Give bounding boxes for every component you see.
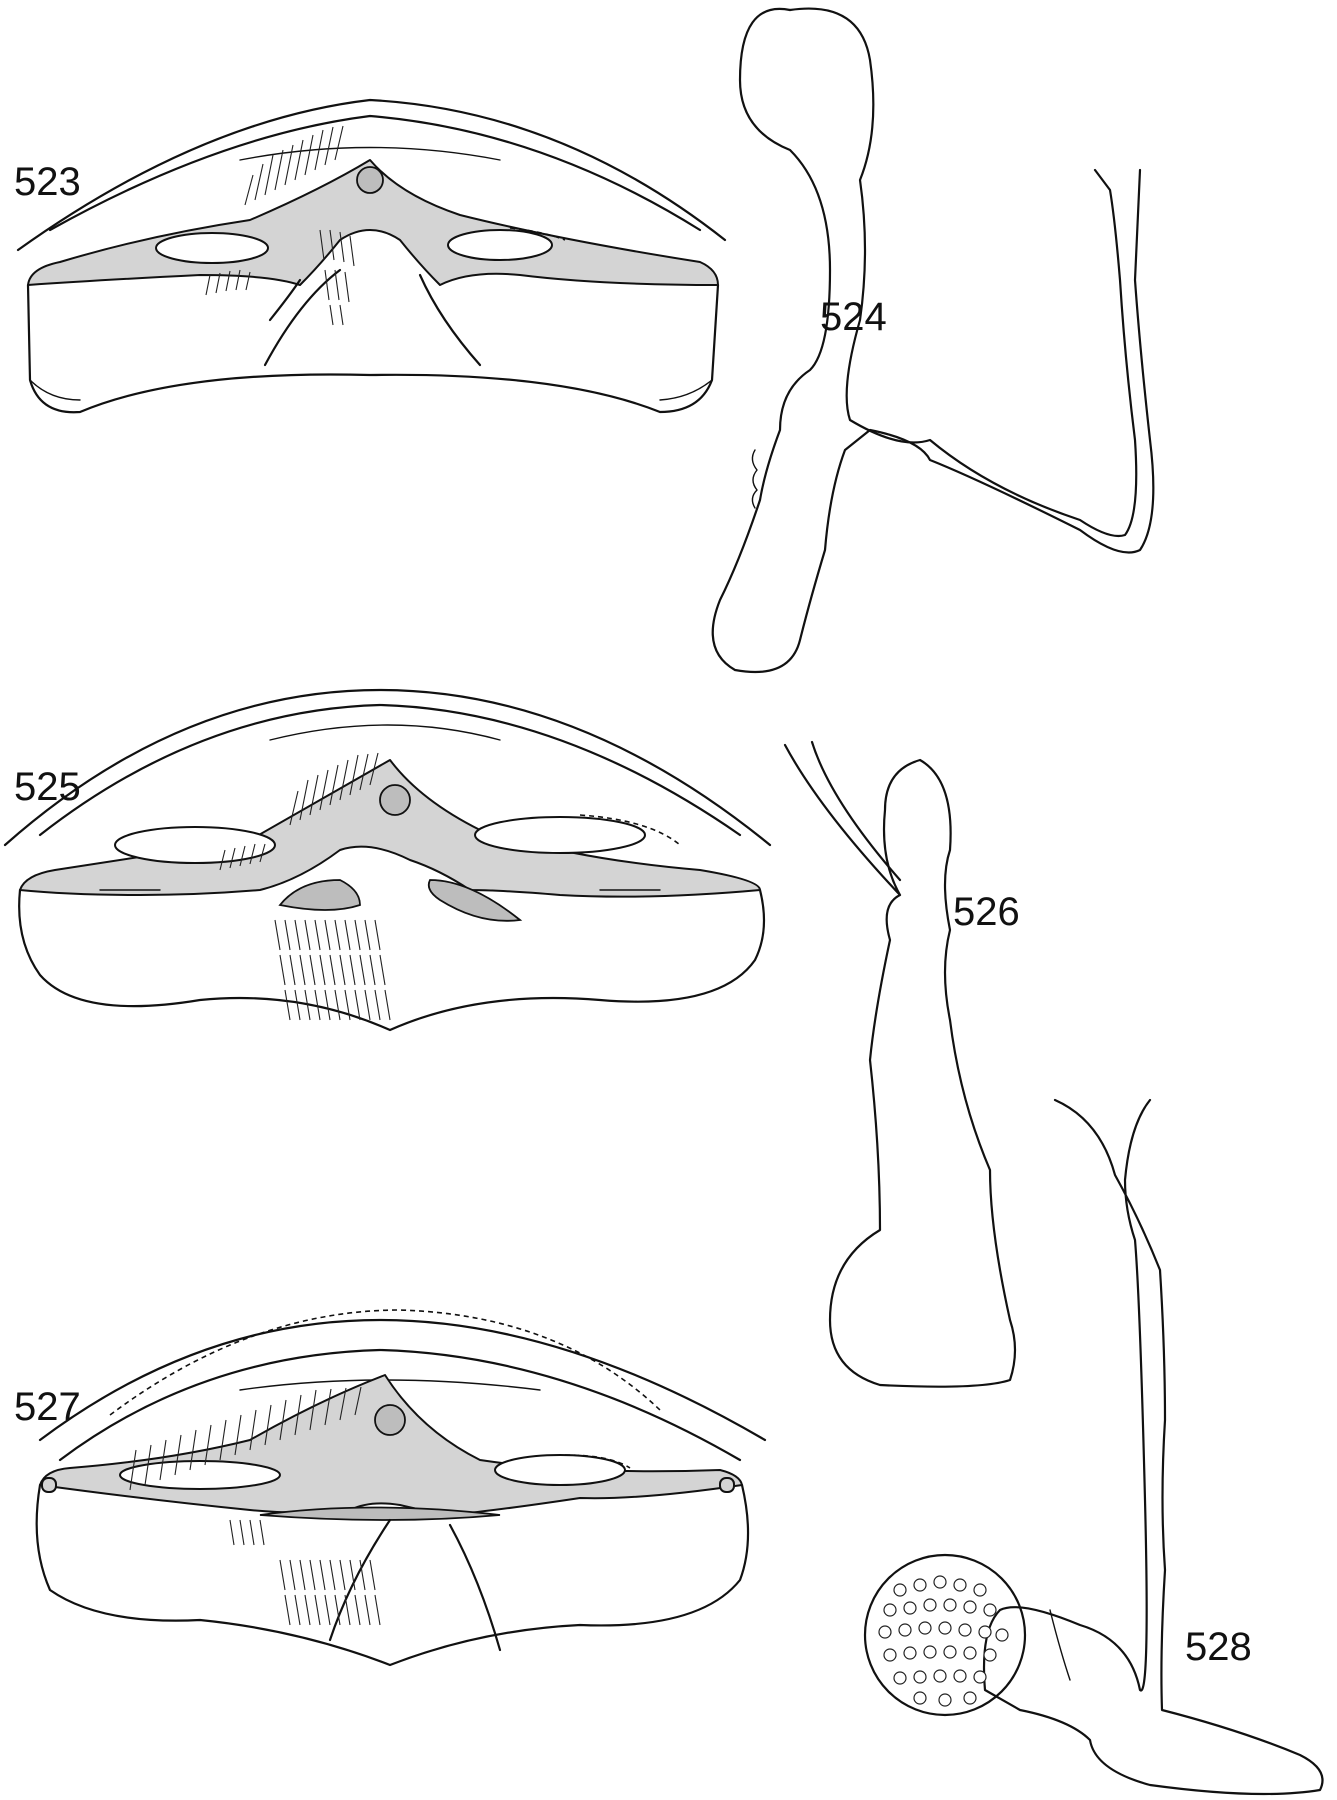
figure-527-drawing — [35, 1309, 767, 1667]
figure-label-525: 525 — [14, 765, 81, 809]
setae-527 — [129, 1386, 381, 1626]
figure-525-drawing — [3, 688, 772, 1032]
setae-525 — [219, 752, 391, 1021]
figure-526-drawing — [783, 740, 1017, 1388]
pores-528 — [878, 1575, 1009, 1707]
figure-label-524: 524 — [820, 295, 887, 339]
setae-523 — [205, 125, 355, 326]
figure-label-528: 528 — [1185, 1625, 1252, 1669]
figure-label-523: 523 — [14, 160, 81, 204]
figure-524-drawing — [711, 7, 1155, 674]
figure-523-drawing — [16, 98, 727, 414]
figure-label-527: 527 — [14, 1385, 81, 1429]
figure-label-526: 526 — [953, 890, 1020, 934]
figure-528-drawing — [863, 1098, 1324, 1796]
